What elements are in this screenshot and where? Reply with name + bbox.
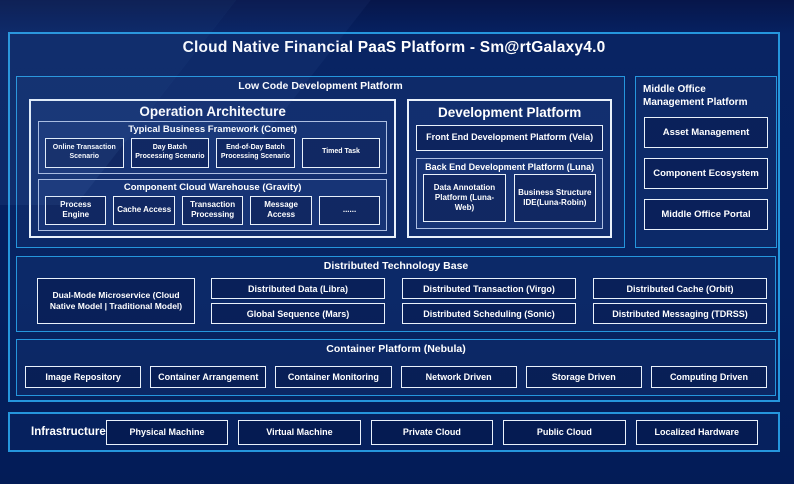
diagram-box-distributed-scheduling-sonic: Distributed Scheduling (Sonic) — [402, 303, 576, 324]
distributed-technology-base-section: Distributed Technology Base Dual-Mode Mi… — [16, 256, 776, 332]
container-platform-items: Image Repository Container Arrangement C… — [25, 366, 768, 388]
diagram-box-distributed-messaging-tdrss: Distributed Messaging (TDRSS) — [593, 303, 767, 324]
diagram-box-container-arrangement: Container Arrangement — [150, 366, 267, 388]
container-platform-section: Container Platform (Nebula) Image Reposi… — [16, 339, 776, 396]
diagram-box-public-cloud: Public Cloud — [503, 419, 626, 445]
typical-business-framework-items: Online Transaction Scenario Day Batch Pr… — [39, 135, 386, 173]
middle-office-management-platform-section: Middle Office Management Platform Asset … — [635, 76, 777, 248]
platform-main-panel: Cloud Native Financial PaaS Platform - S… — [8, 32, 780, 402]
back-end-development-platform-group: Back End Development Platform (Luna) Dat… — [416, 158, 603, 229]
back-end-development-platform-label: Back End Development Platform (Luna) — [425, 162, 595, 172]
diagram-box-asset-management: Asset Management — [644, 117, 768, 148]
diagram-box-transaction-processing: Transaction Processing — [181, 195, 244, 225]
diagram-box-global-sequence-mars: Global Sequence (Mars) — [211, 303, 385, 324]
diagram-box-end-of-day-batch-processing-scenario: End-of-Day Batch Processing Scenario — [216, 138, 295, 168]
diagram-box-front-end-development-platform-vela: Front End Development Platform (Vela) — [416, 125, 603, 151]
distributed-technology-grid: Distributed Data (Libra) Distributed Tra… — [211, 278, 767, 324]
middle-office-items: Asset Management Component Ecosystem Mid… — [636, 109, 776, 230]
diagram-box-virtual-machine: Virtual Machine — [238, 419, 361, 445]
page-title: Cloud Native Financial PaaS Platform - S… — [182, 39, 606, 56]
diagram-box-ellipsis-more-components: ...... — [318, 195, 381, 225]
diagram-box-data-annotation-platform-luna-web: Data Annotation Platform (Luna-Web) — [423, 174, 506, 222]
operation-architecture-title: Operation Architecture — [139, 104, 286, 119]
infrastructure-section: Infrastructure Physical Machine Virtual … — [8, 412, 780, 452]
component-cloud-warehouse-items: Process Engine Cache Access Transaction … — [39, 193, 386, 231]
low-code-section-label: Low Code Development Platform — [238, 80, 403, 92]
diagram-box-business-structure-ide-luna-robin: Business Structure IDE(Luna-Robin) — [513, 174, 596, 222]
diagram-box-message-access: Message Access — [250, 195, 312, 225]
diagram-box-physical-machine: Physical Machine — [105, 419, 229, 445]
typical-business-framework-group: Typical Business Framework (Comet) Onlin… — [38, 121, 388, 174]
diagram-box-cache-access: Cache Access — [113, 195, 175, 225]
distributed-technology-base-label: Distributed Technology Base — [323, 260, 469, 272]
typical-business-framework-label: Typical Business Framework (Comet) — [128, 124, 298, 135]
back-end-items: Data Annotation Platform (Luna-Web) Busi… — [417, 174, 602, 228]
diagram-box-component-ecosystem: Component Ecosystem — [644, 158, 768, 189]
infrastructure-label: Infrastructure — [31, 426, 106, 438]
component-cloud-warehouse-group: Component Cloud Warehouse (Gravity) Proc… — [38, 178, 388, 231]
diagram-box-localized-hardware: Localized Hardware — [635, 419, 758, 445]
development-platform-title: Development Platform — [438, 105, 582, 120]
diagram-box-network-driven: Network Driven — [400, 366, 517, 388]
distributed-technology-base-content: Dual-Mode Microservice (Cloud Native Mod… — [37, 278, 767, 324]
diagram-box-online-transaction-scenario: Online Transaction Scenario — [45, 138, 124, 168]
diagram-box-distributed-transaction-virgo: Distributed Transaction (Virgo) — [402, 278, 576, 299]
component-cloud-warehouse-label: Component Cloud Warehouse (Gravity) — [123, 181, 302, 193]
diagram-box-container-monitoring: Container Monitoring — [275, 366, 392, 388]
diagram-box-day-batch-processing-scenario: Day Batch Processing Scenario — [130, 138, 210, 168]
diagram-box-distributed-cache-orbit: Distributed Cache (Orbit) — [593, 278, 767, 299]
diagram-box-middle-office-portal: Middle Office Portal — [644, 199, 768, 230]
diagram-box-private-cloud: Private Cloud — [370, 419, 494, 445]
diagram-box-storage-driven: Storage Driven — [525, 366, 642, 388]
infrastructure-items: Physical Machine Virtual Machine Private… — [105, 419, 778, 445]
development-platform-panel: Development Platform Front End Developme… — [407, 99, 612, 238]
middle-office-section-label: Middle Office Management Platform — [643, 84, 748, 108]
diagram-box-process-engine: Process Engine — [45, 195, 107, 225]
operation-architecture-panel: Operation Architecture Typical Business … — [29, 99, 397, 238]
low-code-content: Operation Architecture Typical Business … — [29, 99, 612, 238]
diagram-box-image-repository: Image Repository — [25, 366, 142, 388]
container-platform-label: Container Platform (Nebula) — [326, 343, 466, 355]
diagram-box-timed-task: Timed Task — [301, 138, 381, 168]
low-code-development-platform-section: Low Code Development Platform Operation … — [16, 76, 625, 248]
diagram-box-distributed-data-libra: Distributed Data (Libra) — [211, 278, 385, 299]
diagram-box-dual-mode-microservice: Dual-Mode Microservice (Cloud Native Mod… — [37, 278, 195, 324]
diagram-box-computing-driven: Computing Driven — [650, 366, 768, 388]
